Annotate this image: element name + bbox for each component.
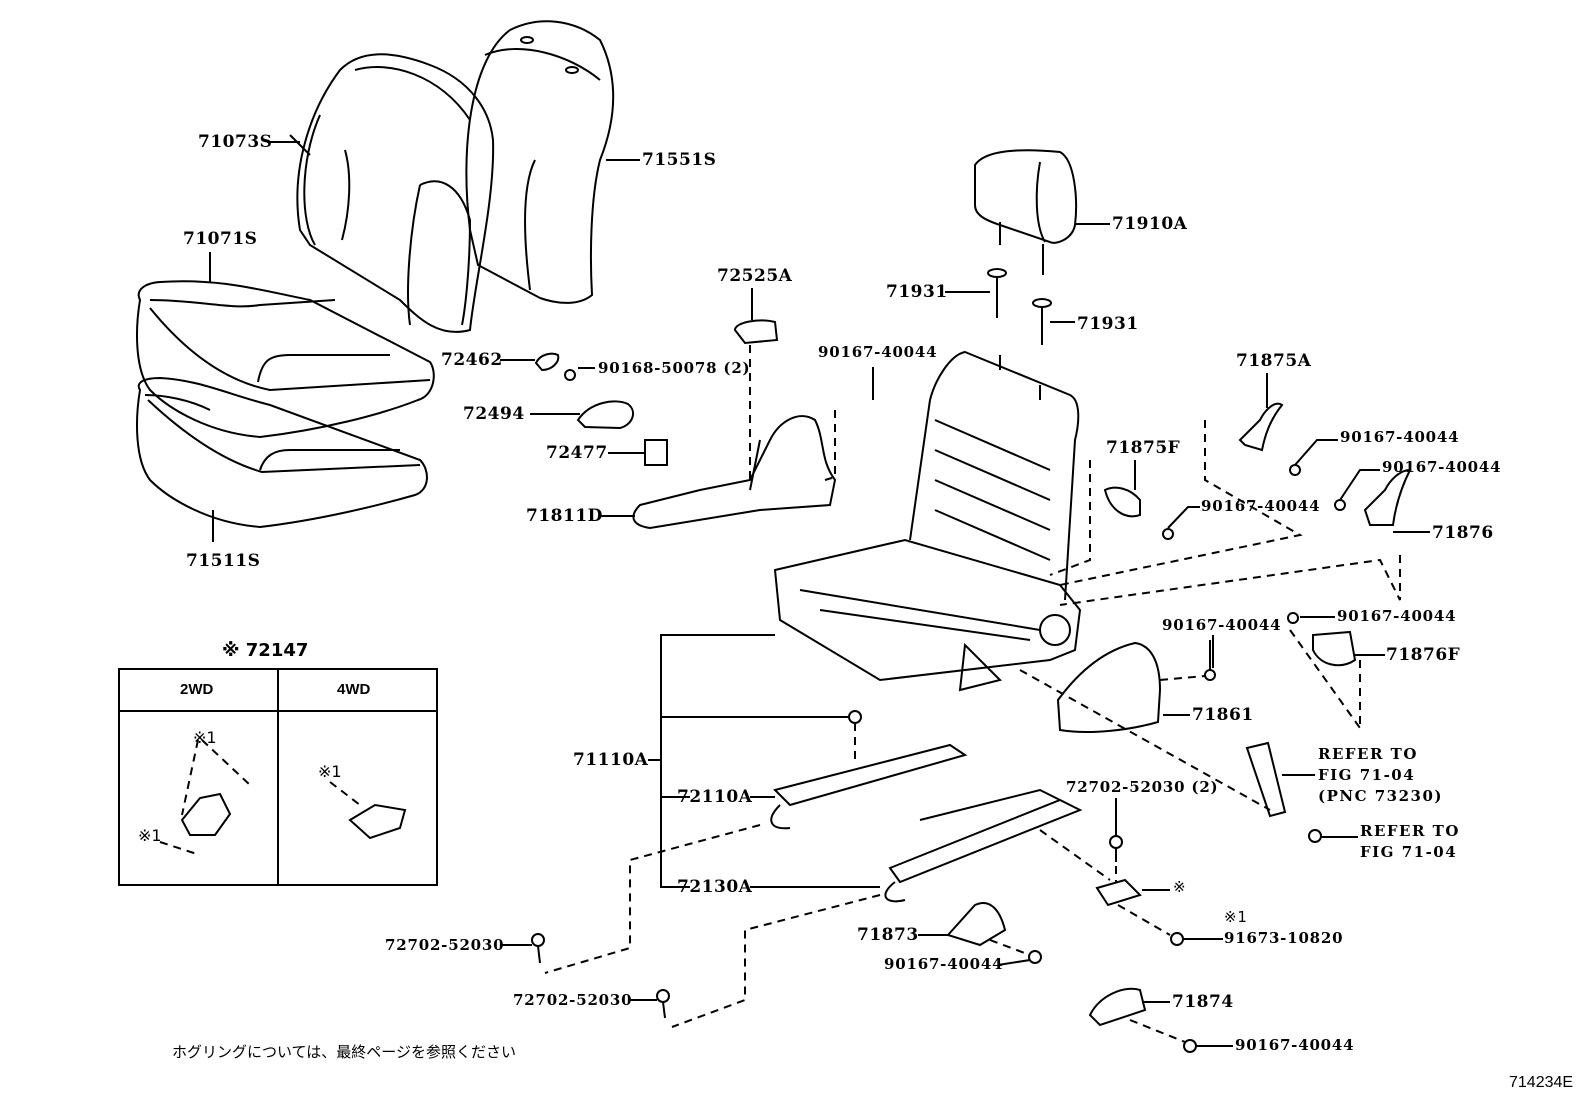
variant-table: 2WD 4WD ※1 ※1 ※1 — [118, 668, 438, 886]
reference-belt-line-3: (PNC 73230) — [1318, 787, 1444, 805]
side-shield-drawing — [632, 415, 837, 530]
callout-cushion-pad[interactable]: 71511S — [186, 551, 261, 571]
seatback-cover-drawing — [289, 53, 495, 333]
callout-screw-upper-center[interactable]: 90167-40044 — [818, 343, 938, 361]
headrest-drawing — [974, 149, 1078, 275]
callout-adjuster-inner[interactable]: 72110A — [677, 787, 753, 807]
callout-screw-90168[interactable]: 90168-50078 (2) — [598, 359, 751, 377]
callout-side-shield[interactable]: 71811D — [526, 506, 603, 526]
callout-hinge-cover-inner[interactable]: 71875F — [1106, 438, 1181, 458]
cushion-cover-drawing — [136, 280, 435, 439]
bracket-drawings — [159, 739, 407, 856]
callout-bolt-adjuster-pair[interactable]: 72702-52030 (2) — [1066, 778, 1219, 796]
callout-hinge-cover-outer-screw[interactable]: 90167-40044 — [1340, 428, 1460, 446]
callout-hinge-cover-outer[interactable]: 71875A — [1236, 351, 1312, 371]
reference-belt[interactable]: REFER TO FIG 71-04 (PNC 73230) — [1318, 744, 1443, 807]
leader-lines — [209, 141, 1430, 1047]
callout-screw-71874[interactable]: 90167-40044 — [1235, 1036, 1355, 1054]
callout-seat-assembly[interactable]: 71110A — [573, 750, 649, 770]
callout-clip[interactable]: 72477 — [546, 443, 608, 463]
seat-frame-drawing — [773, 350, 1082, 692]
variant-table-divider — [277, 670, 279, 884]
cushion-pad-drawing — [136, 376, 428, 529]
callout-cap[interactable]: 72462 — [441, 350, 503, 370]
callout-adjuster-outer[interactable]: 72130A — [677, 877, 753, 897]
callout-knob-bracket[interactable]: 72525A — [717, 266, 793, 286]
reference-bolt[interactable]: REFER TO FIG 71-04 — [1360, 821, 1460, 863]
callout-cover-71876[interactable]: 71876 — [1432, 523, 1494, 543]
reference-belt-line-1: REFER TO — [1318, 745, 1418, 763]
callout-bolt-lower-left-2[interactable]: 72702-52030 — [513, 991, 633, 1009]
reference-bolt-line-2: FIG 71-04 — [1360, 843, 1458, 861]
belt-anchor-drawing — [1245, 741, 1322, 843]
callout-lever-knob[interactable]: 72494 — [463, 404, 525, 424]
headrest-guide-drawings — [987, 268, 1052, 345]
callout-cover-71876f[interactable]: 71876F — [1386, 645, 1461, 665]
variant-col-2wd: 2WD — [180, 681, 214, 698]
callout-hinge-cover-inner-f-screw[interactable]: 90167-40044 — [1201, 497, 1321, 515]
variant-table-title: ※ 72147 — [222, 640, 309, 661]
callout-seatback-cover[interactable]: 71073S — [198, 132, 273, 152]
reference-bolt-line-1: REFER TO — [1360, 822, 1460, 840]
callout-headrest-guide-2[interactable]: 71931 — [1077, 314, 1139, 334]
callout-seatback-pad[interactable]: 71551S — [642, 150, 717, 170]
lower-small-parts — [531, 835, 1197, 1053]
variant-col-4wd: 4WD — [337, 681, 371, 698]
callout-bolt-91673[interactable]: 91673-10820 — [1224, 929, 1344, 947]
small-parts-left — [534, 319, 779, 466]
mark-4wd: ※1 — [318, 762, 342, 781]
seat-adjusters-drawing — [770, 710, 1083, 903]
callout-screw-71876f[interactable]: 90167-40044 — [1337, 607, 1457, 625]
callout-screw-71861[interactable]: 90167-40044 — [1162, 616, 1282, 634]
reference-belt-line-2: FIG 71-04 — [1318, 766, 1416, 784]
footer-note: ホグリングについては、最終ページを参照ください — [172, 1043, 516, 1061]
callout-cushion-cover[interactable]: 71071S — [183, 229, 258, 249]
callout-headrest-guide-1[interactable]: 71931 — [886, 282, 948, 302]
seatback-pad-drawing — [465, 20, 615, 304]
callout-bracket-mark[interactable]: ※ — [1173, 878, 1187, 896]
callout-screw-71873[interactable]: 90167-40044 — [884, 955, 1004, 973]
callout-bolt-lower-left-1[interactable]: 72702-52030 — [385, 936, 505, 954]
assembly-dashed-lines — [544, 345, 1401, 1043]
callout-cover-71874[interactable]: 71874 — [1172, 992, 1234, 1012]
callout-bolt-91673-mark[interactable]: ※1 — [1224, 908, 1248, 926]
figure-id: 714234E — [1509, 1074, 1574, 1091]
callout-cover-71873[interactable]: 71873 — [857, 925, 919, 945]
callout-headrest[interactable]: 71910A — [1112, 214, 1188, 234]
callout-hinge-cover-inner-screw[interactable]: 90167-40044 — [1382, 458, 1502, 476]
mark-2wd-top: ※1 — [193, 728, 217, 747]
shield-71861-drawing — [1056, 640, 1216, 733]
callout-shield-71861[interactable]: 71861 — [1192, 705, 1254, 725]
mark-2wd-left: ※1 — [138, 826, 162, 845]
